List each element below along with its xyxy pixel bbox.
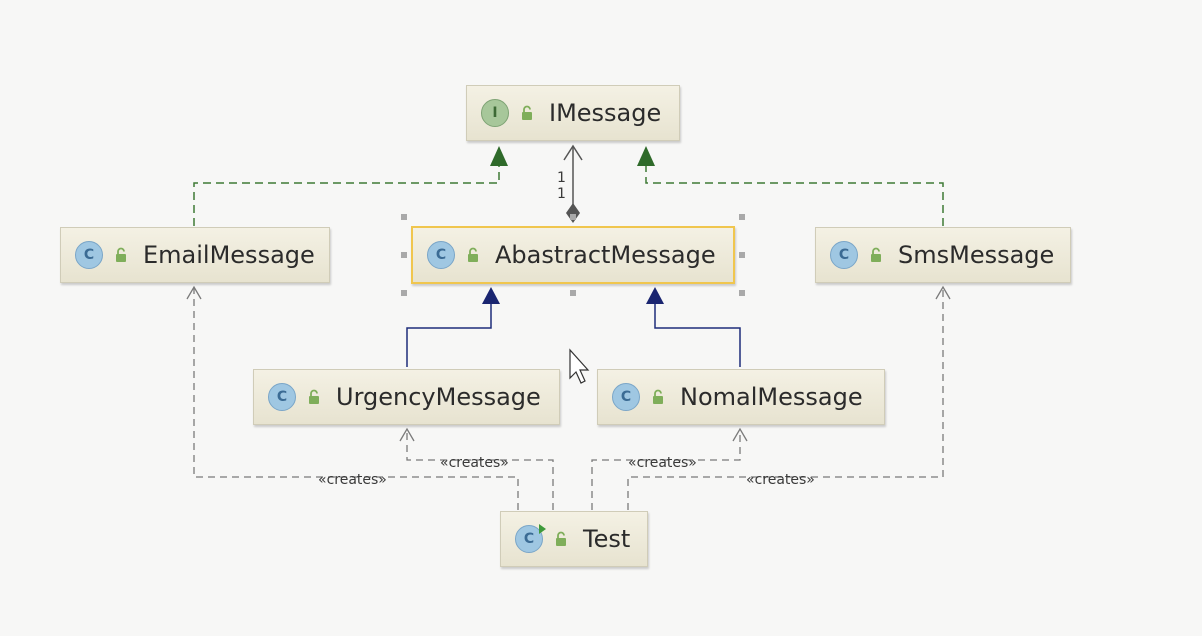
class-icon: C: [75, 241, 103, 269]
class-icon: C: [427, 241, 455, 269]
creates-label-urgency: «creates»: [440, 455, 509, 471]
node-label: IMessage: [549, 99, 662, 127]
node-label: Test: [583, 525, 631, 553]
class-icon: C: [830, 241, 858, 269]
resize-handle-n[interactable]: [570, 214, 576, 220]
creates-label-nomal: «creates»: [628, 455, 697, 471]
lock-icon: [304, 387, 324, 407]
lock-icon: [866, 245, 886, 265]
lock-icon: [648, 387, 668, 407]
multiplicity-top: 1: [557, 170, 566, 186]
node-label: NomalMessage: [680, 383, 863, 411]
node-nomalmessage[interactable]: C NomalMessage: [597, 369, 885, 425]
runnable-class-icon: C: [515, 524, 546, 553]
dependency-test-urgency[interactable]: [399, 427, 554, 510]
composition-abstract-imessage[interactable]: [563, 144, 583, 223]
lock-icon: [111, 245, 131, 265]
creates-label-email: «creates»: [318, 472, 387, 488]
resize-handle-sw[interactable]: [401, 290, 407, 296]
lock-icon: [463, 245, 483, 265]
node-label: AbastractMessage: [495, 241, 716, 269]
realization-sms-imessage[interactable]: [637, 146, 944, 226]
dependency-test-sms[interactable]: [627, 285, 951, 510]
node-label: EmailMessage: [143, 241, 315, 269]
class-icon: C: [612, 383, 640, 411]
resize-handle-e[interactable]: [739, 252, 745, 258]
node-label: SmsMessage: [898, 241, 1055, 269]
creates-label-sms: «creates»: [746, 472, 815, 488]
node-emailmessage[interactable]: C EmailMessage: [60, 227, 330, 283]
node-urgencymessage[interactable]: C UrgencyMessage: [253, 369, 560, 425]
resize-handle-se[interactable]: [739, 290, 745, 296]
node-label: UrgencyMessage: [336, 383, 541, 411]
mouse-cursor: [569, 348, 590, 384]
node-smsmessage[interactable]: C SmsMessage: [815, 227, 1071, 283]
resize-handle-w[interactable]: [401, 252, 407, 258]
inheritance-urgency-abstract[interactable]: [406, 287, 500, 367]
dependency-test-email[interactable]: [186, 285, 519, 510]
interface-icon: I: [481, 99, 509, 127]
node-abastractmessage[interactable]: C AbastractMessage: [411, 226, 735, 284]
node-test[interactable]: C Test: [500, 511, 648, 567]
resize-handle-ne[interactable]: [739, 214, 745, 220]
realization-email-imessage[interactable]: [193, 146, 508, 226]
inheritance-nomal-abstract[interactable]: [646, 287, 741, 367]
dependency-test-nomal[interactable]: [591, 427, 748, 510]
lock-icon: [551, 529, 571, 549]
resize-handle-nw[interactable]: [401, 214, 407, 220]
multiplicity-bottom: 1: [557, 186, 566, 202]
class-icon: C: [268, 383, 296, 411]
resize-handle-s[interactable]: [570, 290, 576, 296]
node-imessage[interactable]: I IMessage: [466, 85, 680, 141]
lock-icon: [517, 103, 537, 123]
